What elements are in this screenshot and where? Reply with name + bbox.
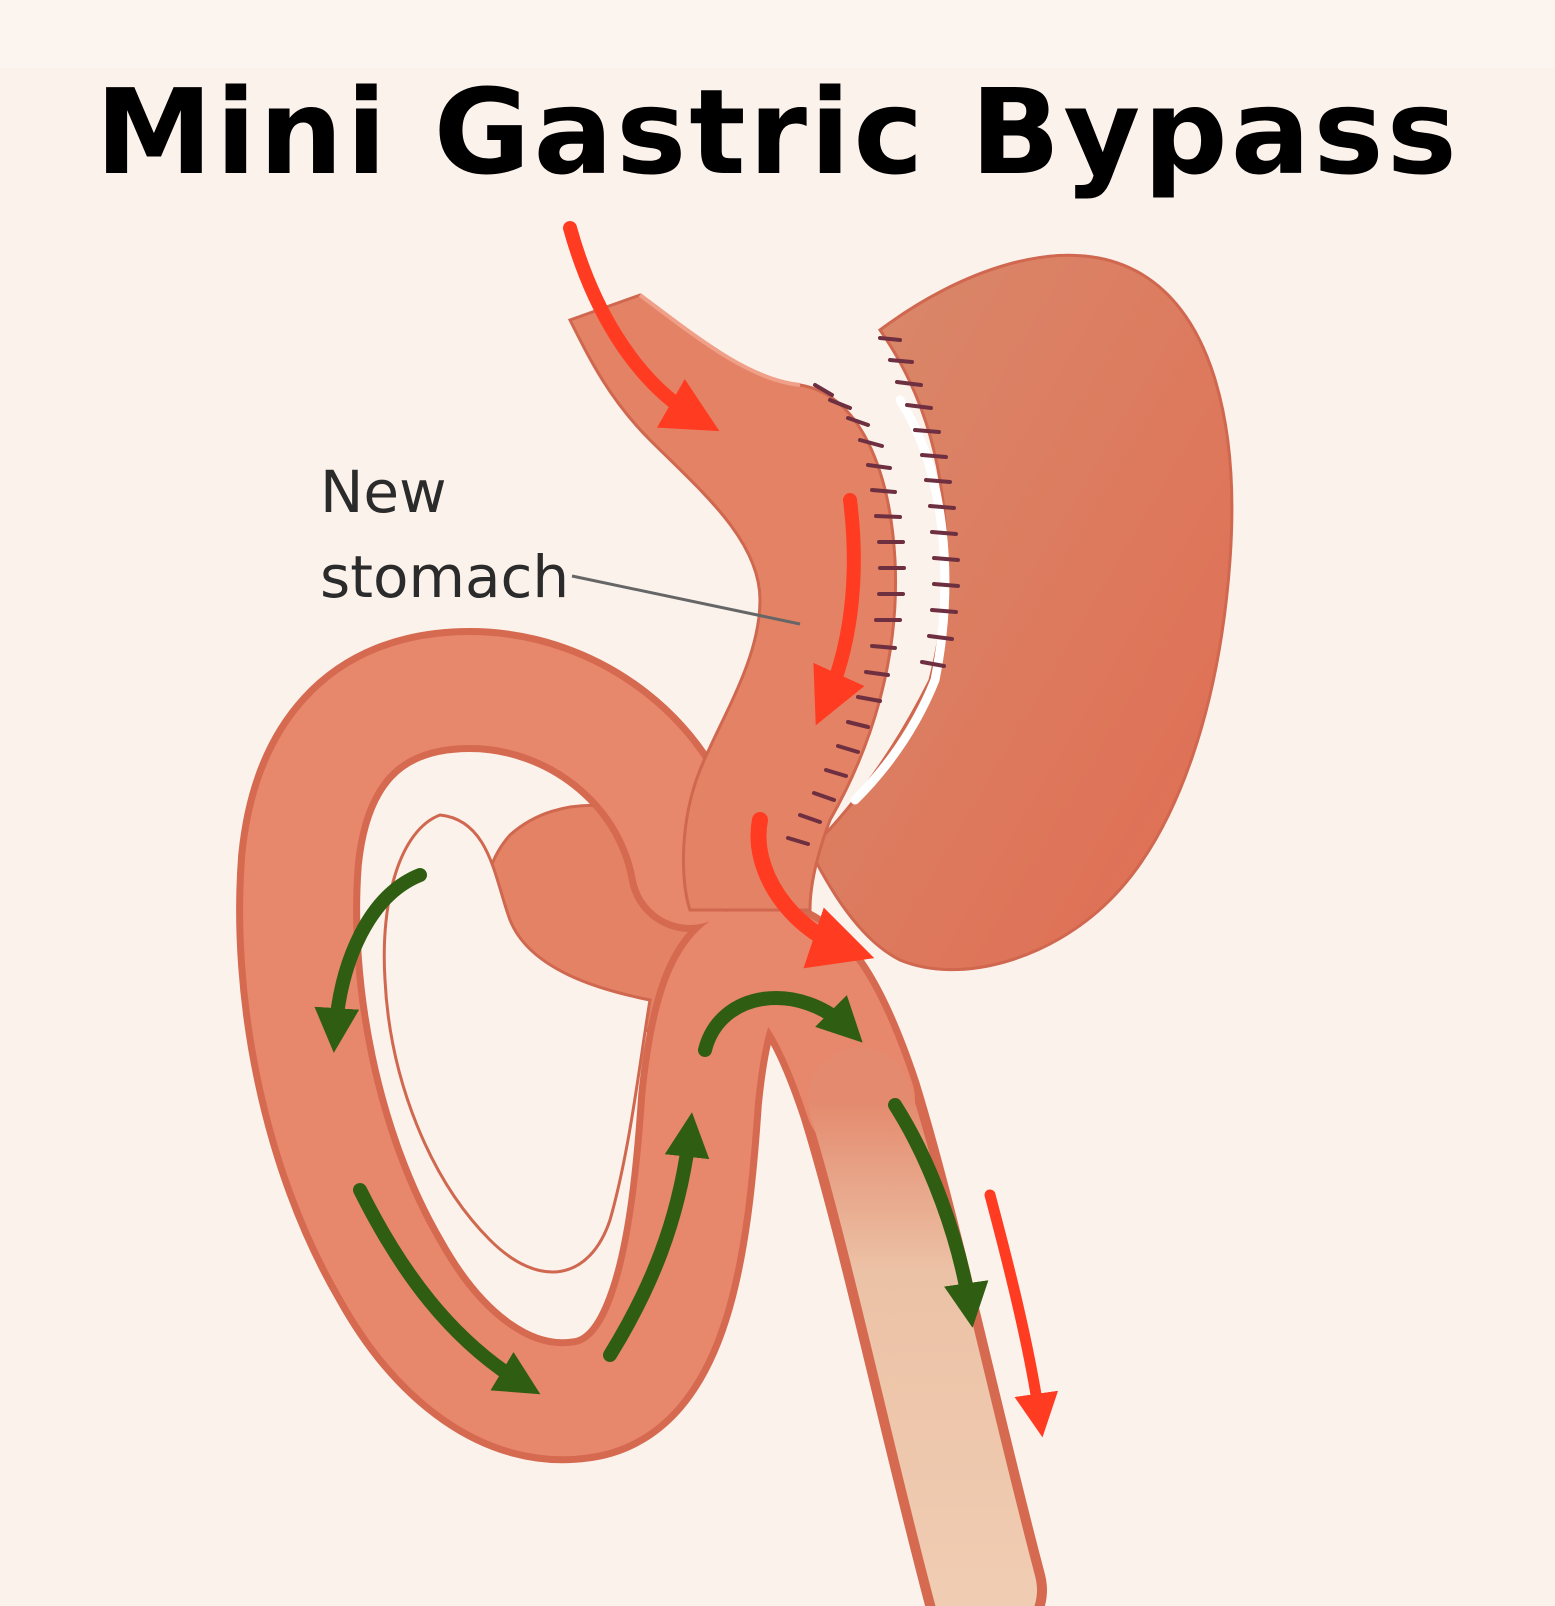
food-arrow-pouch xyxy=(813,493,865,726)
digest-arrow-5 xyxy=(888,1098,989,1328)
label-pointer-line xyxy=(571,574,801,626)
common-channel xyxy=(808,1048,1037,1606)
digest-arrow-1 xyxy=(314,868,427,1053)
top-band xyxy=(0,0,1555,68)
food-arrow-esophagus xyxy=(563,221,720,432)
remnant-stomach xyxy=(808,253,1234,972)
new-stomach-label-line1: New xyxy=(320,458,447,526)
loop-opening xyxy=(382,813,652,1274)
stapled-gap xyxy=(850,395,950,805)
food-arrow-anastomosis xyxy=(750,812,875,969)
digest-arrow-4 xyxy=(698,991,863,1057)
digest-arrow-2 xyxy=(353,1183,541,1395)
new-stomach-label-line2: stomach xyxy=(320,543,570,611)
digestive-flow-arrows xyxy=(314,868,989,1395)
staple-line xyxy=(786,336,960,846)
food-flow-arrows xyxy=(563,221,1059,1438)
food-arrow-exit xyxy=(984,1189,1059,1438)
digest-arrow-3 xyxy=(603,1112,710,1362)
page-title: Mini Gastric Bypass xyxy=(95,63,1460,201)
